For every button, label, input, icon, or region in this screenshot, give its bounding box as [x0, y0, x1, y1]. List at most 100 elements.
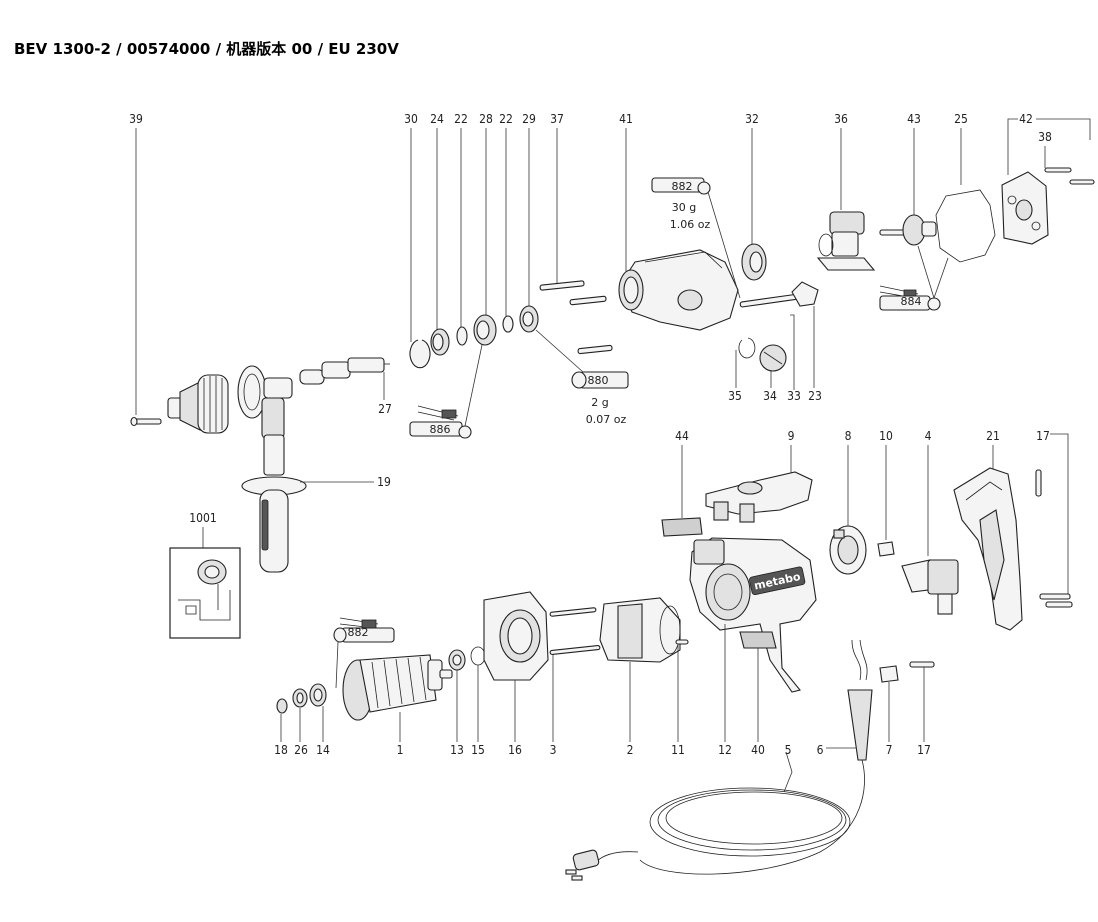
callout-7: 7 — [886, 743, 893, 757]
spindle-27 — [299, 357, 390, 400]
callout-22b: 22 — [499, 112, 513, 126]
callout-13: 13 — [450, 743, 464, 757]
shaft-33 — [739, 293, 801, 390]
washer-26 — [292, 688, 308, 708]
grease-886 — [409, 344, 483, 439]
callout-2: 2 — [627, 743, 634, 757]
intermediate-shaft-43 — [879, 214, 937, 246]
brush-plate-8 — [829, 525, 867, 575]
power-cord-5 — [565, 751, 865, 881]
callout-11: 11 — [671, 743, 685, 757]
armature-1 — [342, 654, 453, 742]
bearing-14 — [309, 683, 327, 707]
screws-38 — [1044, 167, 1095, 185]
callout-8: 8 — [845, 429, 852, 443]
grease-882-top-weight-oz: 1.06 oz — [670, 218, 711, 231]
callout-44: 44 — [675, 429, 689, 443]
bearing-13 — [448, 649, 466, 671]
callout-22a: 22 — [454, 112, 468, 126]
grease-882-top — [651, 177, 741, 299]
callout-43: 43 — [907, 112, 921, 126]
gear-selector-36 — [816, 211, 876, 271]
drill-chuck — [167, 374, 229, 434]
cable-sleeve-6 — [826, 639, 873, 761]
washer-22a — [456, 326, 468, 346]
bearing-29 — [519, 305, 539, 333]
screw-39 — [130, 416, 162, 427]
grease-884-label: 884 — [901, 295, 922, 308]
clip-23 — [791, 281, 819, 388]
grease-880-weight-oz: 0.07 oz — [586, 413, 627, 426]
callout-3: 3 — [550, 743, 557, 757]
top-cover-9 — [705, 471, 813, 523]
callout-42: 42 — [1019, 112, 1033, 126]
callout-15: 15 — [471, 743, 485, 757]
callout-18: 18 — [274, 743, 288, 757]
field-winding-2 — [599, 597, 681, 742]
callout-25: 25 — [954, 112, 968, 126]
contact-10 — [877, 541, 895, 557]
grease-882-armature-label: 882 — [348, 626, 369, 639]
callout-34: 34 — [763, 389, 777, 403]
screws-3 — [549, 607, 601, 742]
callout-6: 6 — [817, 743, 824, 757]
screws-37 — [539, 280, 613, 355]
callout-28: 28 — [479, 112, 493, 126]
gasket-25 — [935, 189, 996, 263]
callout-27: 27 — [378, 402, 392, 416]
callout-19: 19 — [377, 475, 391, 489]
callout-16: 16 — [508, 743, 522, 757]
grease-880-label: 880 — [588, 374, 609, 387]
strain-relief-7 — [879, 665, 899, 742]
label-40 — [739, 631, 777, 742]
callout-17a: 17 — [1036, 429, 1050, 443]
grease-884 — [879, 245, 949, 311]
screws-17a — [1035, 469, 1073, 608]
gear-32 — [741, 243, 767, 281]
leader-lines-top — [135, 118, 1091, 415]
callout-10: 10 — [879, 429, 893, 443]
callout-39: 39 — [129, 112, 143, 126]
grease-886-label: 886 — [430, 423, 451, 436]
page-title: BEV 1300-2 / 00574000 / 机器版本 00 / EU 230… — [14, 40, 399, 58]
callout-23: 23 — [808, 389, 822, 403]
ring-15 — [470, 646, 486, 666]
callout-5: 5 — [785, 743, 792, 757]
grease-882-armature — [333, 617, 395, 689]
grease-882-top-label: 882 — [672, 180, 693, 193]
callout-32: 32 — [745, 112, 759, 126]
side-handle-19 — [237, 365, 374, 573]
inset-1001 — [169, 547, 241, 639]
handle-21 — [953, 467, 1023, 631]
label-44 — [661, 517, 703, 537]
callout-21: 21 — [986, 429, 1000, 443]
grease-882-top-weight: 30 g — [672, 201, 696, 214]
callout-4: 4 — [925, 429, 932, 443]
callout-35: 35 — [728, 389, 742, 403]
callout-30: 30 — [404, 112, 418, 126]
pin-11 — [675, 639, 689, 742]
callout-17b: 17 — [917, 743, 931, 757]
callout-9: 9 — [788, 429, 795, 443]
callout-24: 24 — [430, 112, 444, 126]
screw-17b — [909, 661, 935, 742]
bearing-18 — [276, 698, 288, 714]
gear-housing-41 — [618, 249, 739, 331]
callout-12: 12 — [718, 743, 732, 757]
callout-36: 36 — [834, 112, 848, 126]
callout-1001: 1001 — [189, 511, 216, 525]
switch-knob-34 — [759, 344, 787, 388]
circlip-30 — [409, 339, 431, 369]
callout-26: 26 — [294, 743, 308, 757]
motor-housing-12: metabo — [689, 537, 817, 742]
callout-1: 1 — [397, 743, 404, 757]
grease-880 — [535, 329, 629, 389]
bearing-24 — [430, 328, 450, 356]
callout-38: 38 — [1038, 130, 1052, 144]
callout-37: 37 — [550, 112, 564, 126]
callout-29: 29 — [522, 112, 536, 126]
bearing-28 — [473, 314, 497, 346]
callout-40: 40 — [751, 743, 765, 757]
washer-22b — [502, 315, 514, 333]
